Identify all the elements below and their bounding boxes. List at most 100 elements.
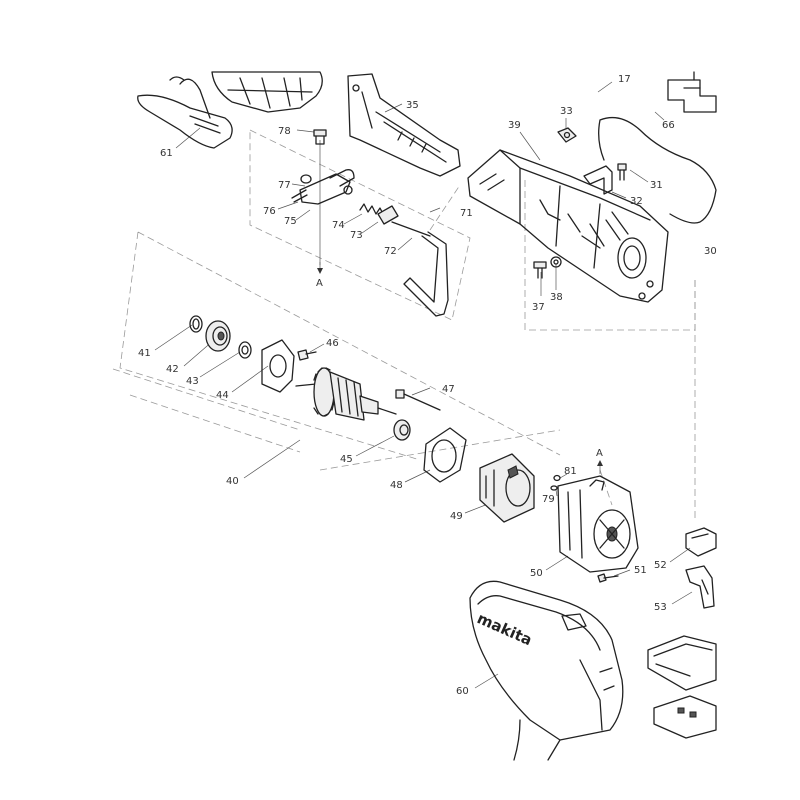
callout-78: 78 [278, 126, 291, 137]
part-66-gasket-wire [598, 116, 717, 224]
callout-73: 73 [350, 230, 363, 241]
part-60-body-housing [469, 580, 624, 761]
leader-66 [654, 111, 665, 121]
part-51-screw [597, 573, 619, 583]
callout-47: 47 [442, 384, 455, 395]
callout-60: 60 [456, 686, 469, 697]
callout-46: 46 [326, 338, 339, 349]
leader-77 [291, 183, 306, 187]
leader-41 [154, 324, 193, 351]
callout-76: 76 [263, 206, 276, 217]
leader-17 [597, 81, 613, 93]
callout-72: 72 [384, 246, 397, 257]
callout-37: 37 [532, 302, 545, 313]
part-46-screw [297, 349, 317, 361]
part-75-77-switch-lever [291, 169, 355, 205]
leader-50 [545, 555, 569, 571]
callout-61: 61 [160, 148, 173, 159]
part-81-small-nut [553, 474, 561, 482]
arrow-A-up-icon [597, 460, 603, 466]
callout-35: 35 [406, 100, 419, 111]
callout-38: 38 [550, 292, 563, 303]
callout-42: 42 [166, 364, 179, 375]
washer-guide-lines [112, 368, 301, 453]
leader-52 [669, 547, 691, 563]
callout-50: 50 [530, 568, 543, 579]
leader-47 [411, 387, 431, 396]
part-32-bracket [583, 165, 613, 195]
callout-79: 79 [542, 494, 555, 505]
leader-31 [629, 169, 649, 183]
part-43-washer [238, 341, 252, 359]
part-50-motor-housing [557, 475, 639, 573]
part-47-long-screw [395, 389, 441, 411]
armature-guide-line [319, 429, 561, 471]
leader-40 [243, 439, 301, 479]
leader-72 [397, 237, 413, 251]
callout-30: 30 [704, 246, 717, 257]
part-73-sleeve [377, 205, 399, 225]
callout-74: 74 [332, 220, 345, 231]
leader-lines [154, 81, 693, 689]
part-53-trigger [685, 565, 715, 609]
callout-43: 43 [186, 376, 199, 387]
part-33-square-nut [557, 127, 577, 143]
callout-41: 41 [138, 348, 151, 359]
leader-76 [277, 201, 299, 210]
leader-81 [559, 473, 568, 479]
leader-53 [671, 591, 693, 605]
leader-51 [613, 569, 631, 577]
part-79-small-pin [550, 485, 558, 491]
leader-46 [309, 343, 325, 353]
arrow-A-guide [599, 469, 613, 506]
leader-61 [175, 127, 201, 149]
part-61-handle-cover [137, 76, 233, 149]
callout-33: 33 [560, 106, 573, 117]
leader-71 [429, 207, 441, 213]
leader-39 [519, 131, 541, 161]
part-76-pin [291, 189, 308, 203]
part-75-lever [299, 173, 351, 205]
leader-79 [555, 489, 558, 497]
assembly-guides [112, 129, 696, 520]
part-77-nut [300, 174, 312, 184]
part-42-bearing [205, 320, 231, 352]
callout-52: 52 [654, 560, 667, 571]
reference-arrows [317, 262, 603, 474]
part-49-field-stator [479, 453, 535, 523]
part-41-ring [189, 315, 203, 333]
part-31-screw [617, 163, 627, 181]
leader-49 [464, 503, 489, 514]
part-39-gear-housing [467, 149, 669, 303]
leader-73 [361, 221, 379, 234]
callout-53: 53 [654, 602, 667, 613]
part-45-bearing [393, 419, 411, 441]
callout-81: 81 [564, 466, 577, 477]
leader-78 [296, 129, 315, 133]
leader-32 [611, 191, 627, 199]
part-52-switch-block [685, 527, 717, 557]
part-housing-top-fragment [211, 71, 323, 113]
brand-logo-text: makita [474, 609, 534, 649]
part-72-rod [391, 221, 431, 237]
leader-75 [295, 209, 311, 221]
part-battery-terminal-frame [647, 635, 717, 691]
part-48-retaining-ring [423, 427, 467, 483]
callout-32: 32 [630, 196, 643, 207]
callout-40: 40 [226, 476, 239, 487]
callout-45: 45 [340, 454, 353, 465]
cover-guide-line [429, 184, 461, 231]
part-circuit-board [653, 695, 717, 739]
part-35-slide-guide [347, 73, 461, 177]
part-74-spring [359, 203, 385, 217]
motor-assembly-boundary [119, 231, 561, 461]
callout-17: 17 [618, 74, 631, 85]
part-37-screw [533, 261, 547, 279]
part-38-washer [550, 256, 562, 268]
callout-49: 49 [450, 511, 463, 522]
callout-48: 48 [390, 480, 403, 491]
leader-45 [355, 435, 395, 457]
callout-51: 51 [634, 565, 647, 576]
